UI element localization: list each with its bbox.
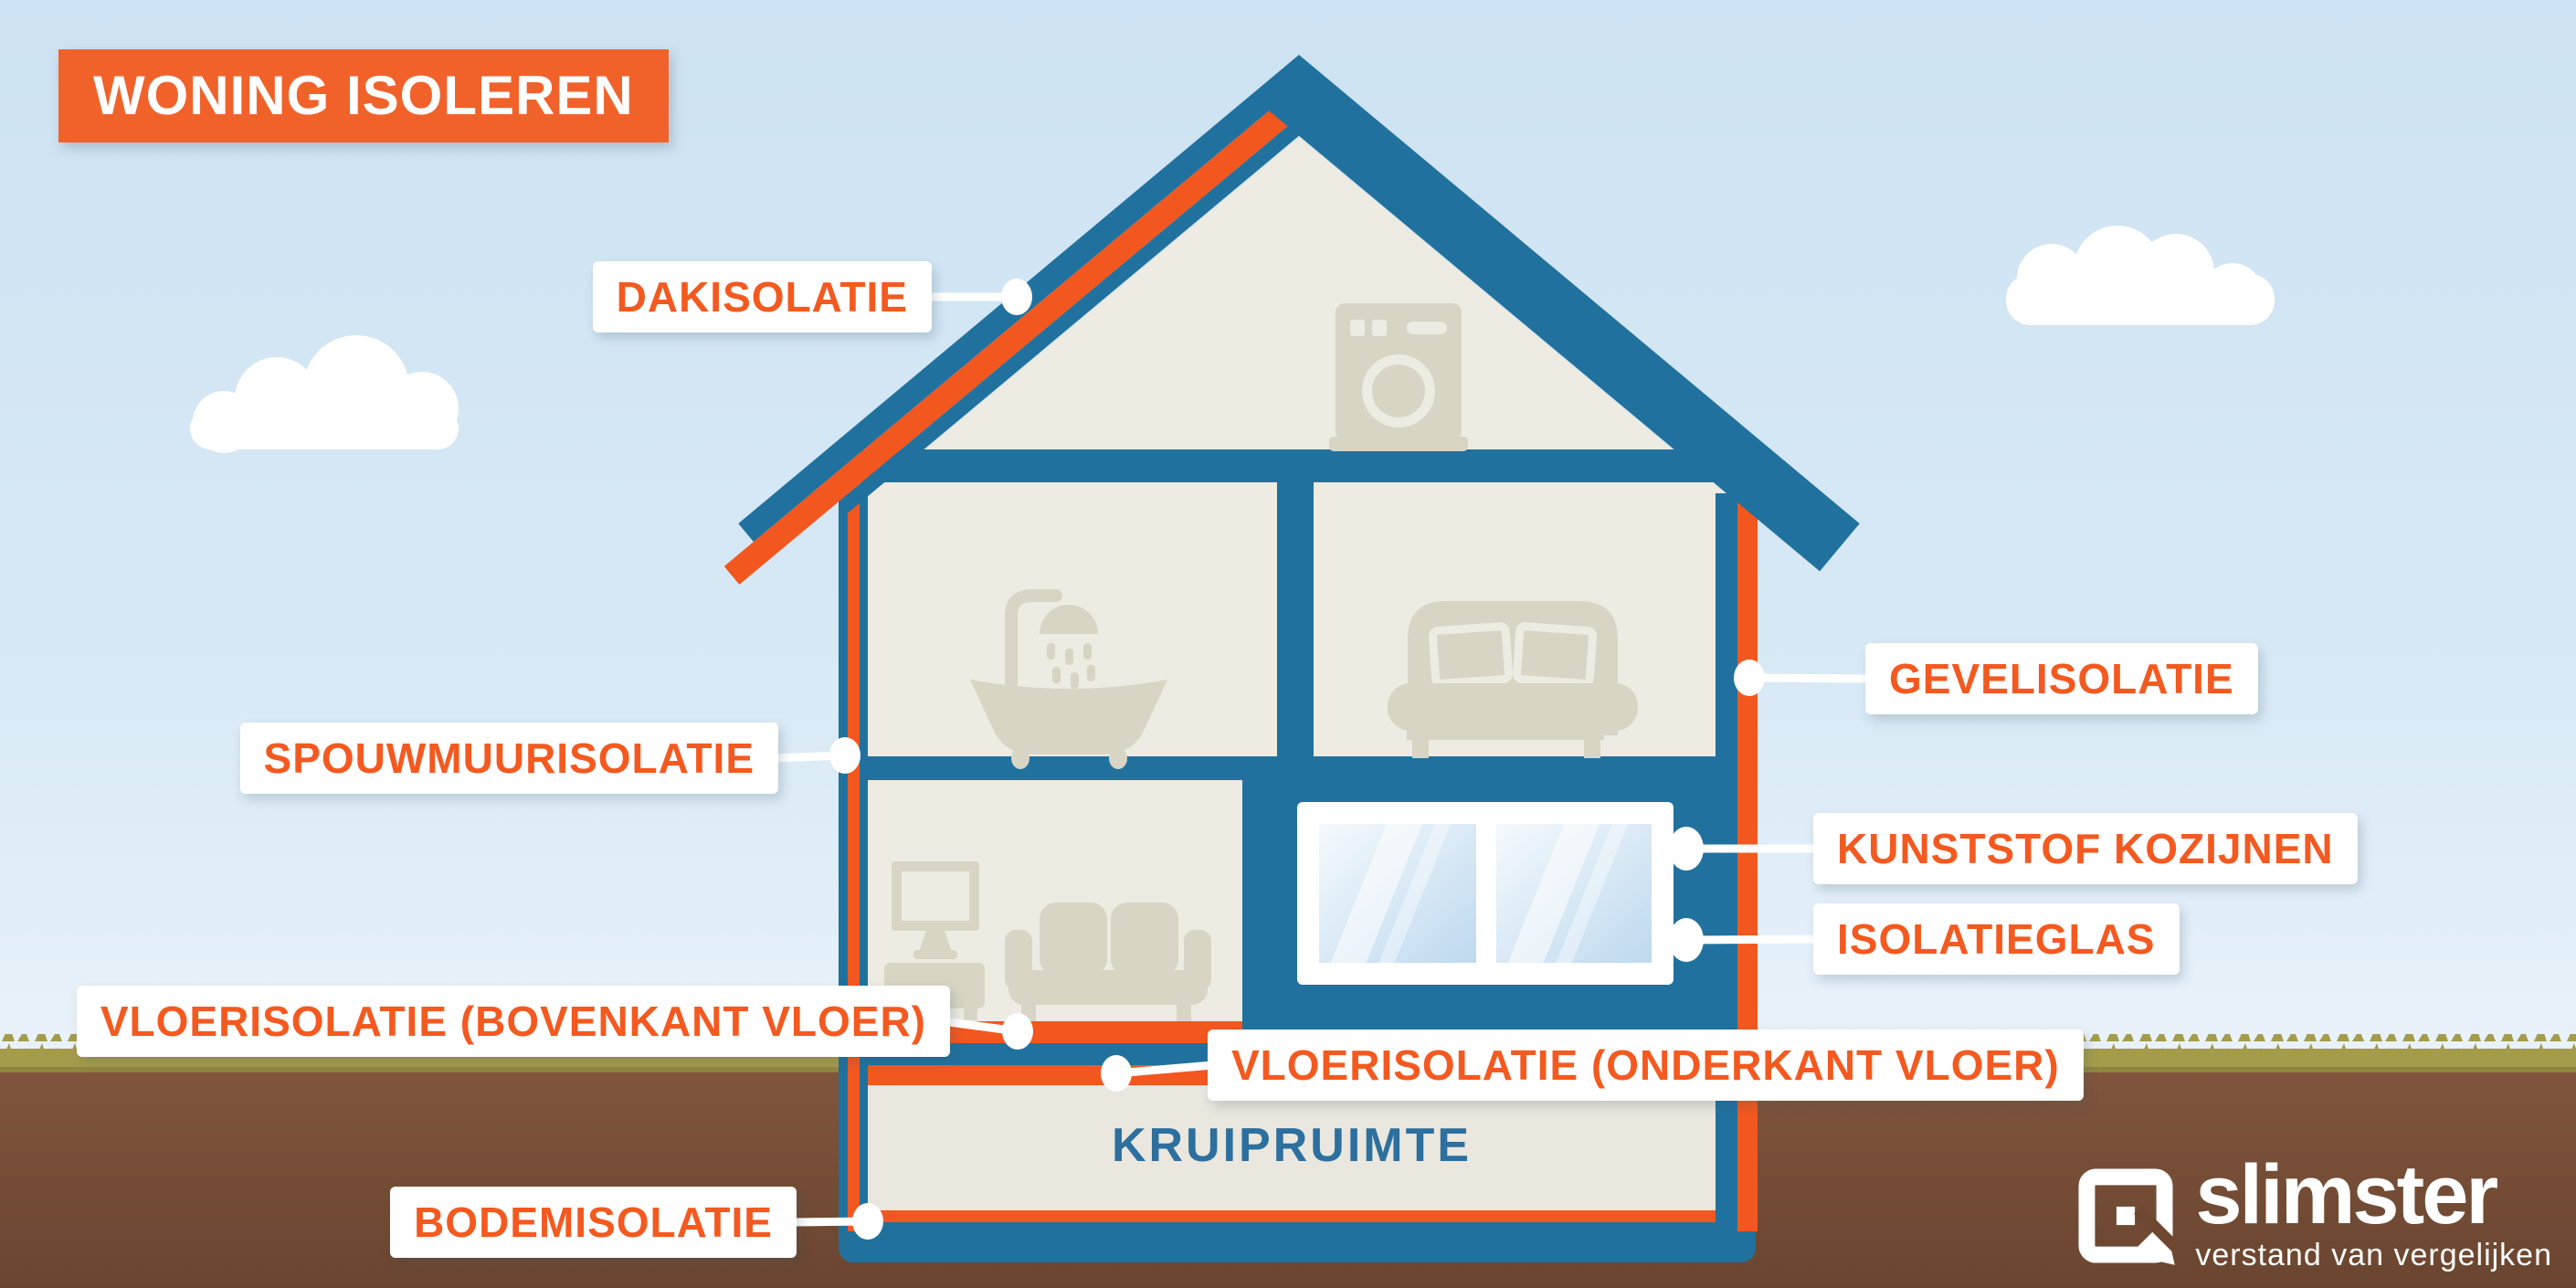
label-gevelisolatie: GEVELISOLATIE [1865, 643, 2258, 714]
connector-dots [829, 279, 1765, 1240]
logo-name: slimster [2195, 1148, 2498, 1242]
crawl-space [868, 1085, 1716, 1210]
bed-icon [1388, 601, 1638, 758]
label-isolatieglas: ISOLATIEGLAS [1813, 903, 2180, 975]
connector-vloerisolatie-onderkant [1112, 1061, 1218, 1078]
label-dakisolatie: DAKISOLATIE [592, 261, 932, 333]
label-spouwmuurisolatie: SPOUWMUURISOLATIE [239, 723, 778, 794]
label-vloerisolatie-onderkant: VLOERISOLATIE (ONDERKANT VLOER) [1208, 1029, 2084, 1101]
roof-right [1259, 55, 1860, 572]
attic-floor [860, 449, 1716, 482]
dot-gevelisolatie [1734, 660, 1765, 696]
cloud-left [190, 335, 459, 453]
bathtub-shower-icon [970, 589, 1167, 769]
slimster-logo-icon [2078, 1168, 2178, 1265]
logo-text: slimster verstand van vergelijken [2195, 1148, 2552, 1273]
dot-dakisolatie [1001, 279, 1032, 315]
dot-vloerisolatie-bovenkant [1002, 1013, 1033, 1050]
roof-insulation-layer [723, 77, 1325, 585]
right-wall [1716, 493, 1737, 1242]
facade-insulation-layer [1737, 493, 1758, 1231]
attic-room [868, 137, 1730, 512]
label-bodemisolatie: BODEMISOLATIE [390, 1187, 797, 1258]
roof-left-inner [839, 90, 1339, 513]
connector-gevelisolatie [1745, 673, 1875, 683]
logo-tagline: verstand van vergelijken [2195, 1238, 2552, 1272]
dot-kunststof-kozijnen [1669, 827, 1704, 871]
second-floor-slab [868, 756, 1716, 780]
dot-spouwmuurisolatie [829, 737, 860, 774]
label-kunststof-kozijnen: KUNSTSTOF KOZIJNEN [1813, 813, 2358, 884]
left-wall-outer [839, 493, 848, 1242]
label-vloerisolatie-bovenkant: VLOERISOLATIE (BOVENKANT VLOER) [76, 986, 950, 1057]
dot-vloerisolatie-onderkant [1101, 1055, 1132, 1092]
page-title: WONING ISOLEREN [58, 49, 669, 143]
kruipruimte-label: KRUIPRUIMTE [1111, 1119, 1473, 1172]
window [1297, 802, 1673, 985]
foundation-bottom-top [839, 1222, 1756, 1242]
connector-isolatieglas [1682, 934, 1822, 945]
sofa-icon [1005, 903, 1211, 1021]
left-wall-inner [860, 493, 868, 1242]
dot-isolatieglas [1669, 918, 1704, 962]
slimster-logo: slimster verstand van vergelijken [2075, 1148, 2552, 1273]
washing-machine-icon [1329, 303, 1468, 451]
dot-bodemisolatie [852, 1203, 883, 1240]
interior-divider-wall [1277, 482, 1314, 756]
cloud-right [2006, 226, 2275, 325]
cavity-wall-insulation-layer [848, 493, 860, 1231]
